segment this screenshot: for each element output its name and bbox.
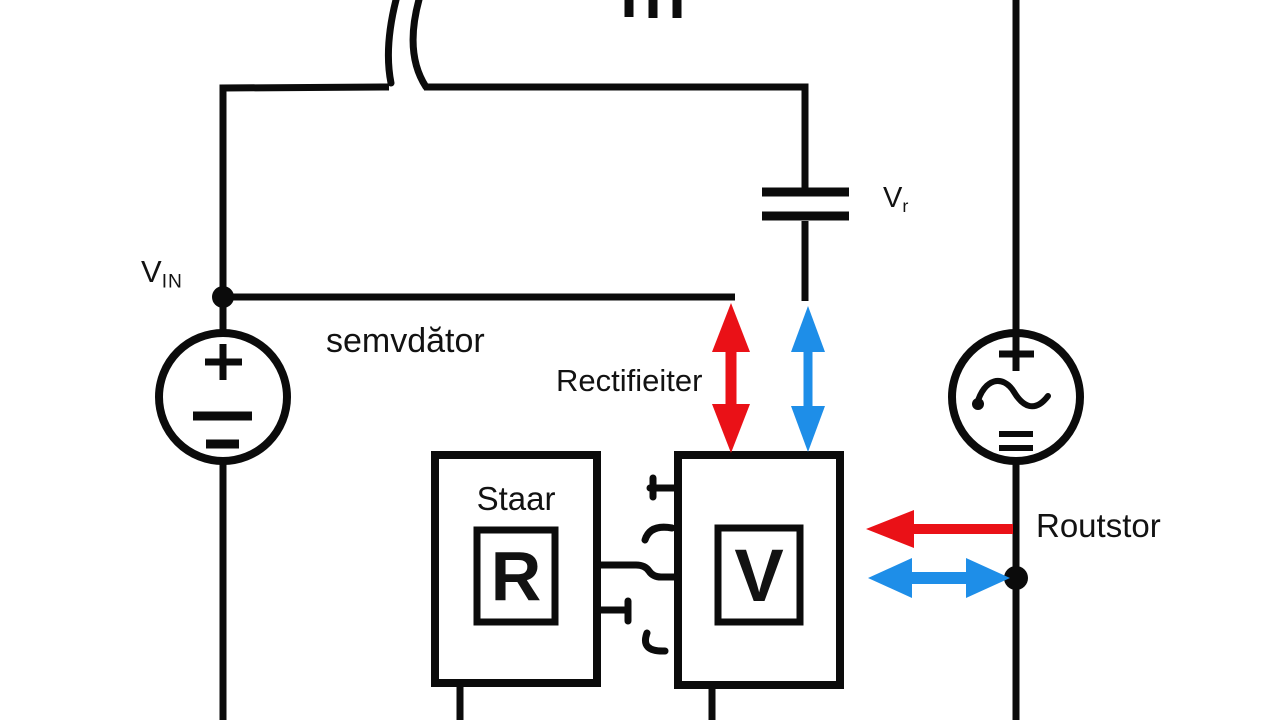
capacitor-symbol <box>762 187 849 301</box>
red-v-arrow-head-down <box>712 404 750 453</box>
connector-hook-upper <box>641 523 676 544</box>
vin-base: V <box>141 254 162 289</box>
blue-v-arrow-head-up <box>791 306 825 352</box>
resistor-label: Routstor <box>1036 507 1161 544</box>
vr-label: Vr <box>883 182 909 217</box>
regulator-block <box>431 451 601 720</box>
top-tick-marks-icon <box>624 0 682 18</box>
ac-voltage-source <box>948 0 1084 720</box>
red-h-arrow-head <box>866 510 914 548</box>
junction-dot-output <box>1004 566 1028 590</box>
rectifier-block-outline <box>674 451 844 689</box>
connector-t-stub-bottom <box>593 597 632 625</box>
regulator-block-outline <box>431 451 601 687</box>
blue-h-arrow-head-right <box>966 558 1010 598</box>
wire-input-top-left <box>219 83 390 300</box>
connector-t-stub-top <box>646 474 678 501</box>
connector-hook-lower <box>642 629 669 655</box>
blue-v-arrow-head-down <box>791 406 825 452</box>
vr-base: V <box>883 182 903 214</box>
regulator-block-title: Staar <box>476 480 556 517</box>
rectifier-block <box>674 451 844 720</box>
wire-break-curve-left <box>384 0 400 87</box>
wire-break-curve-right <box>409 0 430 91</box>
equals-icon <box>999 431 1033 451</box>
regulator-label: semvdător <box>326 322 485 360</box>
red-vertical-double-arrow <box>712 303 750 453</box>
dc-voltage-source <box>155 297 291 720</box>
blue-horizontal-double-arrow <box>868 558 1010 598</box>
vin-label: VIN <box>141 254 183 293</box>
vin-subscript: IN <box>161 271 183 293</box>
blue-h-arrow-head-left <box>868 558 912 598</box>
regulator-symbol-box <box>473 526 559 626</box>
regulator-block-letter: R <box>490 537 542 615</box>
rectifier-symbol-box <box>714 524 804 626</box>
connector-step-wire <box>593 561 680 581</box>
rectifier-label: Rectifieiter <box>556 363 703 398</box>
sine-wave-icon <box>974 378 1051 410</box>
wire-top-horizontal <box>424 83 809 190</box>
rectifier-block-letter: V <box>734 533 784 617</box>
sine-wave-end-dot <box>972 398 984 410</box>
plus-icon <box>999 337 1034 371</box>
red-horizontal-arrow <box>866 510 1013 548</box>
inter-block-connectors <box>593 474 680 655</box>
blue-vertical-double-arrow <box>791 306 825 452</box>
red-v-arrow-head-up <box>712 303 750 352</box>
vr-subscript: r <box>902 196 910 217</box>
plus-icon <box>205 344 242 380</box>
